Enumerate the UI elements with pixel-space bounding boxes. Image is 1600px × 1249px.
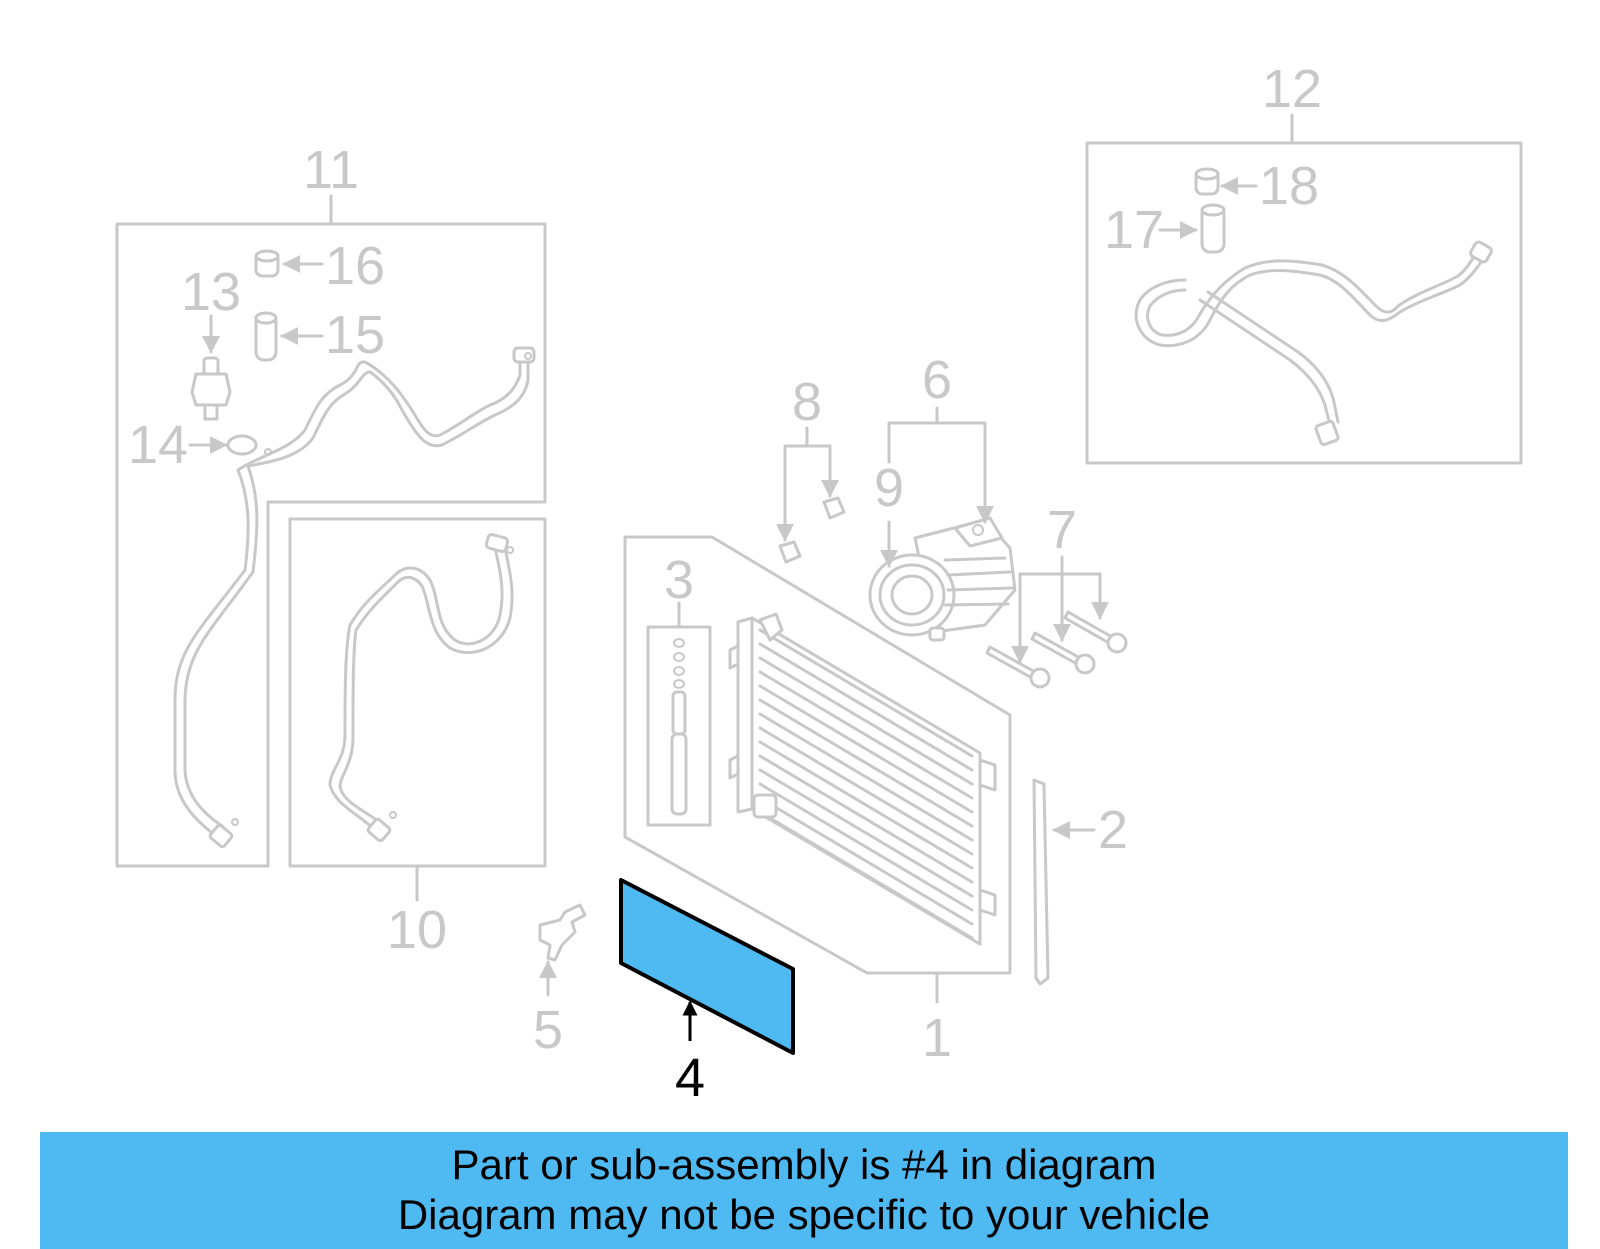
- callout-13: 13: [181, 262, 241, 322]
- callout-15: 15: [325, 305, 385, 365]
- banner-line-disclaimer: Diagram may not be specific to your vehi…: [397, 1191, 1211, 1238]
- group-1-frame: [623, 535, 1012, 1004]
- group-12-frame: [1085, 113, 1523, 465]
- seal-16: [254, 249, 324, 278]
- hose-assembly-12: [1134, 240, 1493, 447]
- info-banner: Part or sub-assembly is #4 in diagram Di…: [40, 1132, 1568, 1249]
- bracket-5: [538, 903, 587, 997]
- o-ring-14: [188, 434, 272, 456]
- seal-17: [1158, 203, 1226, 254]
- callout-5: 5: [533, 1000, 563, 1060]
- callout-3: 3: [664, 550, 694, 610]
- callout-9: 9: [874, 458, 904, 518]
- seal-15: [254, 311, 324, 362]
- callout-17: 17: [1104, 200, 1164, 260]
- callout-16: 16: [325, 236, 385, 296]
- callout-6: 6: [922, 350, 952, 410]
- group-11-frame: [115, 194, 547, 868]
- callout-8: 8: [792, 372, 822, 432]
- callout-10: 10: [387, 900, 447, 960]
- condenser-1: [728, 612, 997, 946]
- callout-11: 11: [303, 140, 359, 200]
- fitting-8: [776, 426, 846, 564]
- callout-1: 1: [922, 1008, 952, 1068]
- callout-4[interactable]: 4: [675, 1048, 705, 1108]
- pressure-switch-13: [190, 314, 232, 421]
- part-4-panel[interactable]: [619, 878, 795, 1055]
- callout-14: 14: [128, 415, 188, 475]
- hose-assembly-11: [173, 346, 536, 849]
- receiver-drier-3: [646, 601, 712, 827]
- callout-6-bracket: [880, 406, 994, 568]
- callout-18: 18: [1259, 156, 1319, 216]
- banner-line-part-number: Part or sub-assembly is #4 in diagram: [451, 1141, 1157, 1188]
- callout-2: 2: [1098, 800, 1128, 860]
- bolts-7: [985, 555, 1128, 689]
- compressor-6: [868, 516, 1017, 642]
- parts-diagram: 11 16 13 15 14 10 12 18 17 8 6 9 7 3 2 1…: [115, 59, 1523, 1108]
- hose-assembly-10: [328, 533, 514, 843]
- callout-7: 7: [1047, 500, 1077, 560]
- seal-strip-2: [1032, 778, 1096, 986]
- highlighted-part-4[interactable]: [619, 878, 795, 1055]
- group-10-frame: [288, 517, 547, 902]
- callout-12: 12: [1262, 59, 1322, 119]
- seal-18: [1194, 167, 1258, 196]
